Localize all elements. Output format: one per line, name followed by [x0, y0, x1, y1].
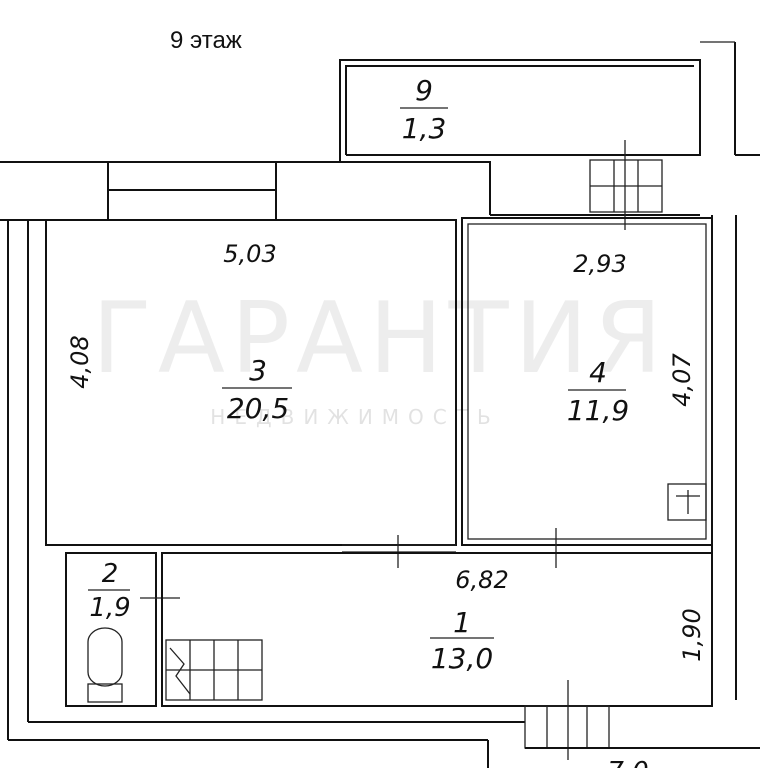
room-4: 2,93 4,07 4 11,9 [461, 217, 713, 568]
room-3-number: 3 [249, 354, 267, 387]
room-4-number: 4 [589, 356, 607, 389]
watermark: ГАРАНТИЯ НЕДВИЖИМОСТЬ [92, 282, 668, 429]
balcony-room-9: 9 1,3 [339, 41, 735, 230]
room-1-area: 13,0 [431, 642, 493, 675]
floor-title: 9 этаж [170, 27, 242, 54]
bottom-partial-dimension: 7,0 [607, 757, 648, 768]
window-grid [589, 159, 663, 213]
room-4-height-dimension: 4,07 [668, 353, 696, 407]
room-1-number: 1 [453, 606, 471, 639]
room-2: 2 1,9 [65, 552, 180, 707]
watermark-brand: ГАРАНТИЯ [92, 282, 668, 396]
room-3-height-dimension: 4,08 [66, 335, 94, 388]
room-3-width-dimension: 5,03 [223, 240, 276, 268]
room-9-area: 1,3 [402, 112, 447, 145]
room-9-number: 9 [415, 74, 433, 107]
room-1: 6,82 1,90 1 13,0 [161, 552, 713, 760]
watermark-subtitle: НЕДВИЖИМОСТЬ [210, 405, 499, 429]
room-2-area: 1,9 [89, 593, 130, 623]
room-4-width-dimension: 2,93 [573, 250, 626, 278]
room-2-number: 2 [102, 559, 119, 589]
bottom-window [524, 705, 760, 749]
room-3: 5,03 4,08 3 20,5 [45, 219, 457, 568]
room-1-width-dimension: 6,82 [455, 566, 508, 594]
room-4-area: 11,9 [567, 394, 629, 427]
room-3-area: 20,5 [227, 392, 289, 425]
room-1-height-dimension: 1,90 [678, 608, 706, 661]
